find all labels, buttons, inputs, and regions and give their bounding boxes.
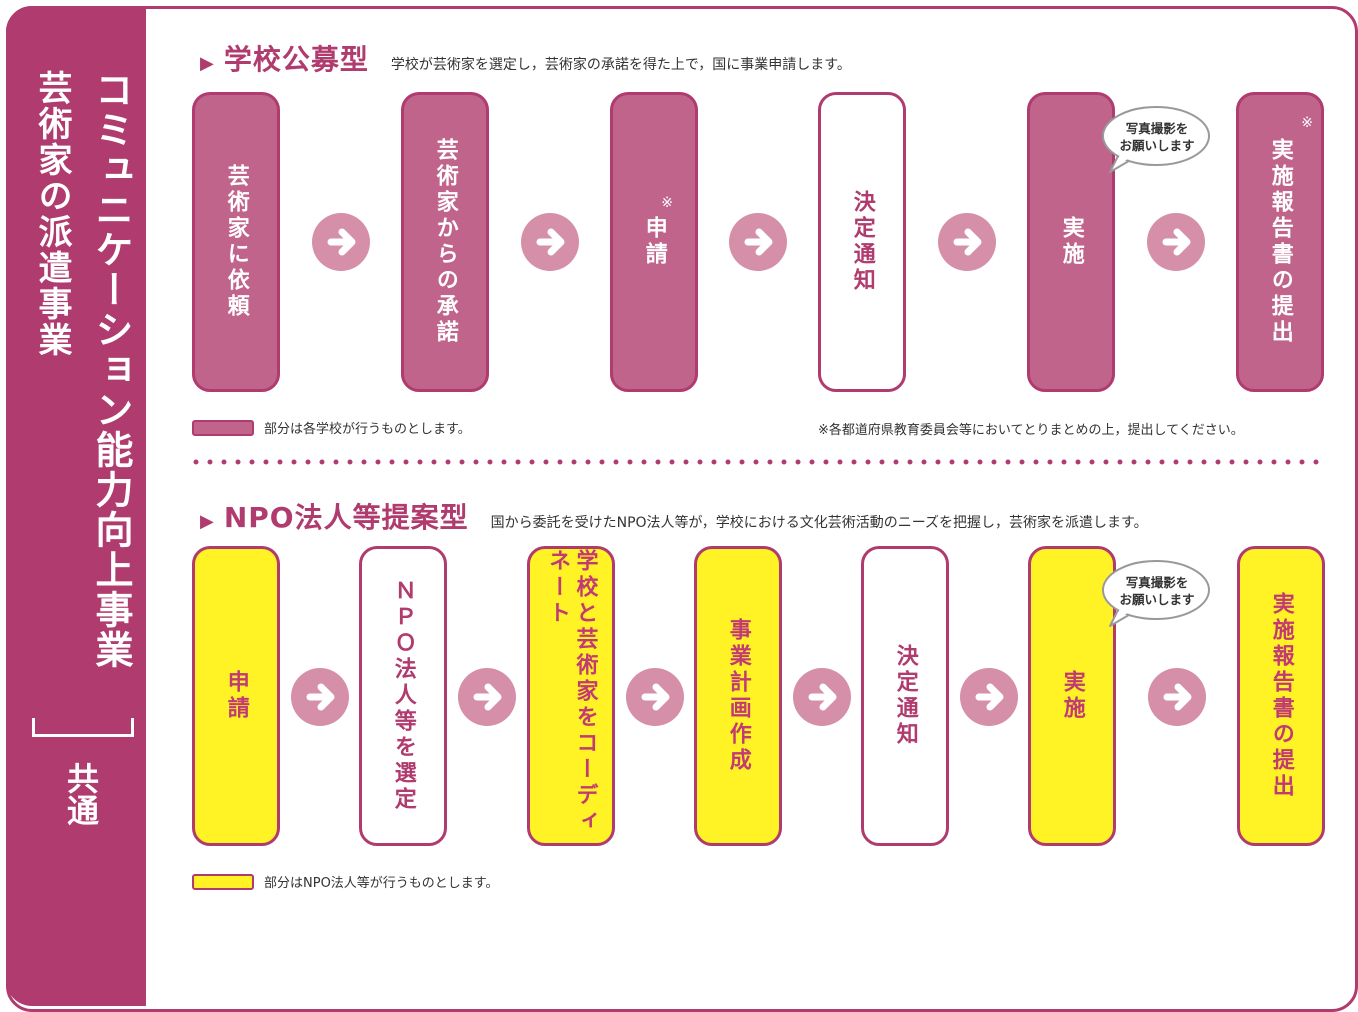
arrow-right-icon [1147,668,1206,726]
arrow-right-icon [458,668,516,726]
section1-description: 学校が芸術家を選定し，芸術家の承諾を得た上で，国に事業申請します。 [390,57,851,73]
step-label: 学校と芸術家をコーディネート [545,549,598,835]
section2-title: NPO法人等提案型 [223,501,469,534]
step-box: 実施 [1027,92,1115,392]
speech-bubble-text: 写真撮影を お願いします [1119,575,1195,607]
step-label: ＮＰＯ法人等を選定 [390,579,416,813]
sidebar-subtitle: 芸術家の派遣事業 [32,70,72,358]
arrow-right-icon [729,213,787,271]
arrow-right-icon [520,213,579,271]
sidebar-common-label: 共通 [62,762,100,826]
arrow-right-icon [311,213,370,271]
step-box: 実施報告書の提出 ※ [1236,92,1324,392]
step-label: 実施 [1058,216,1084,268]
arrow-right-icon [1146,213,1205,271]
step-label: 実施 [1059,670,1085,722]
step-label: 実施報告書の提出 [1268,592,1294,800]
step-label: 決定通知 [849,190,875,294]
sidebar-title: コミュニケーション能力向上事業 [89,70,133,670]
section2-header: ▶ NPO法人等提案型 国から委託を受けたNPO法人等が，学校における文化芸術活… [200,496,1148,536]
speech-bubble-text: 写真撮影を お願いします [1119,121,1195,153]
step-box: ＮＰＯ法人等を選定 [359,546,447,846]
step-box: 芸術家からの承諾 [401,92,489,392]
legend-pink-swatch [192,419,254,436]
arrow-right-icon [792,668,851,726]
arrow-right-icon [937,213,996,271]
step-label: 実施報告書の提出 [1267,138,1293,346]
arrow-right-icon [959,668,1018,726]
section1-note: ※各都道府県教育委員会等においてとりまとめの上，提出してください。 [818,423,1244,438]
step-label: 申請 [223,670,249,722]
step-note-mark: ※ [1301,115,1313,131]
step-box: 申請 ※ [610,92,698,392]
triangle-icon: ▶ [200,53,214,74]
speech-bubble: 写真撮影を お願いします [1100,558,1210,628]
step-box: 芸術家に依頼 [192,92,280,392]
step-box: 事業計画作成 [694,546,782,846]
step-label: 芸術家からの承諾 [432,138,458,346]
dotted-divider [193,459,1325,465]
section2-description: 国から委託を受けたNPO法人等が，学校における文化芸術活動のニーズを把握し，芸術… [490,515,1148,531]
arrow-right-icon [290,668,349,726]
section1-legend-text: 部分は各学校が行うものとします。 [264,422,471,437]
triangle-icon: ▶ [200,511,214,532]
step-box: 実施 [1028,546,1116,846]
legend-yellow-swatch [192,873,254,890]
step-note-mark: ※ [661,195,673,211]
step-box: 実施報告書の提出 [1237,546,1325,846]
step-label: 申請 [641,216,667,268]
step-box: 決定通知 [818,92,906,392]
section2-legend: 部分はNPO法人等が行うものとします。 [192,872,499,891]
step-box: 申請 [192,546,280,846]
arrow-right-icon [625,668,684,726]
sidebar [6,6,146,1006]
step-label: 事業計画作成 [725,618,751,774]
section1-legend: 部分は各学校が行うものとします。 [192,418,471,437]
sidebar-bracket [32,718,134,737]
step-box: 学校と芸術家をコーディネート [527,546,615,846]
section2-legend-text: 部分はNPO法人等が行うものとします。 [264,876,499,891]
section1-header: ▶ 学校公募型 学校が芸術家を選定し，芸術家の承諾を得た上で，国に事業申請します… [200,38,851,78]
speech-bubble: 写真撮影を お願いします [1100,104,1210,174]
step-label: 決定通知 [892,644,918,748]
section1-title: 学校公募型 [223,43,369,76]
step-box: 決定通知 [861,546,949,846]
step-label: 芸術家に依頼 [223,164,249,320]
